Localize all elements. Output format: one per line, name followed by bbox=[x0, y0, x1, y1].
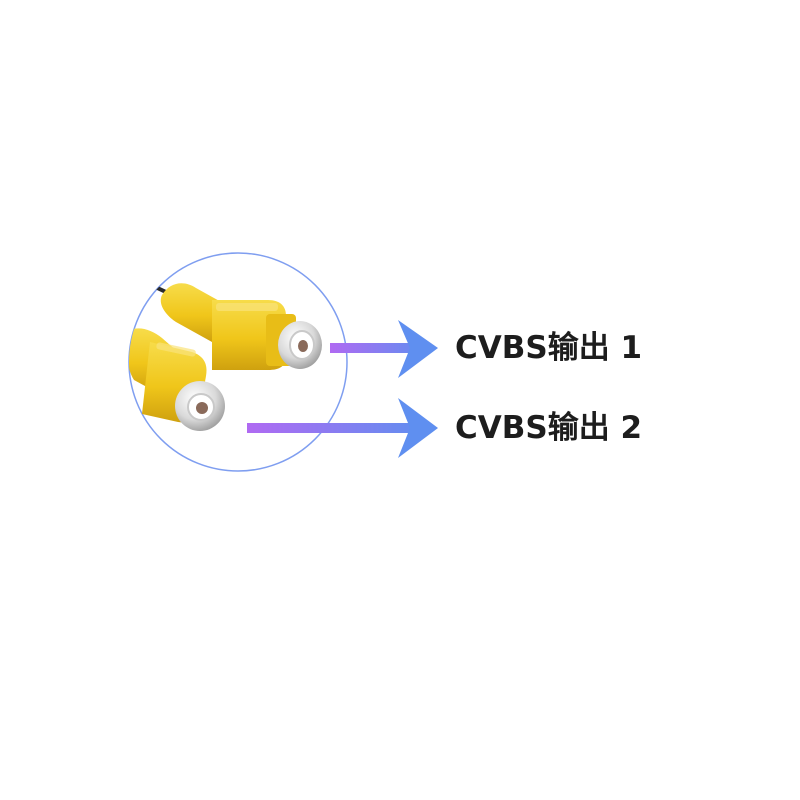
arrow-output-2 bbox=[247, 398, 438, 458]
rca-female-connector-2-icon bbox=[129, 328, 225, 431]
arrow-output-1 bbox=[330, 320, 438, 378]
output-label-2: CVBS输出 2 bbox=[455, 410, 643, 446]
connector-photo bbox=[129, 268, 322, 431]
output-label-1: CVBS输出 1 bbox=[455, 330, 643, 366]
rca-female-connector-1-icon bbox=[160, 283, 322, 370]
